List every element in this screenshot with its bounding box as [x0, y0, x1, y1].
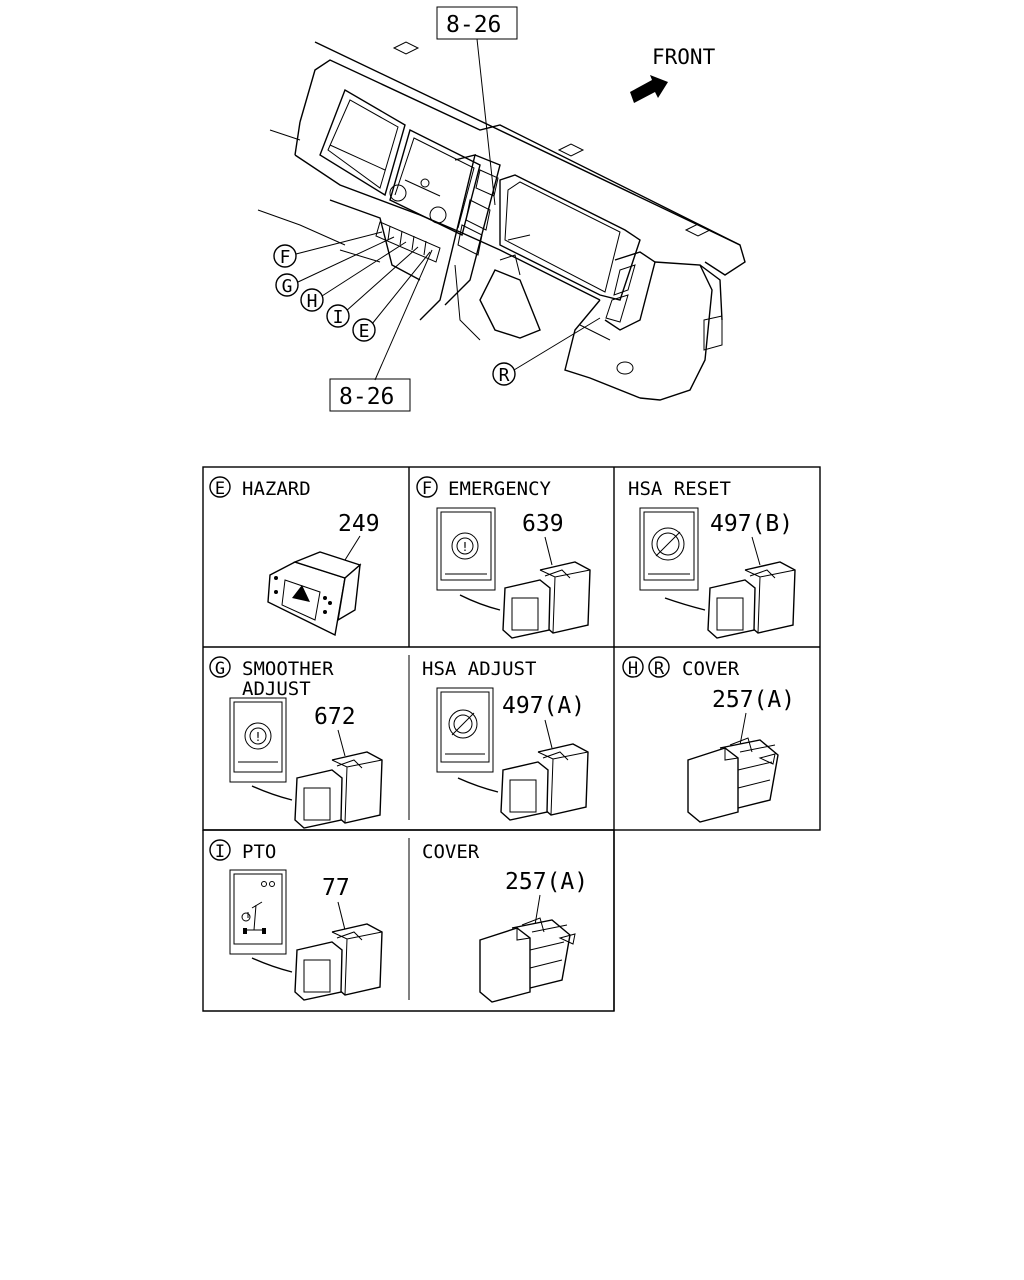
svg-text:R: R — [499, 365, 510, 386]
switch-knob-icon — [457, 743, 589, 821]
part-number: 257(A) — [712, 687, 795, 713]
cell-title: COVER — [682, 658, 740, 680]
svg-text:!: ! — [461, 540, 468, 554]
svg-text:G: G — [215, 659, 225, 679]
switch-knob-icon — [251, 751, 383, 829]
marker-f: F — [416, 476, 438, 499]
parts-grid — [202, 466, 821, 1012]
dashboard-illustration — [257, 41, 746, 401]
svg-text:I: I — [333, 307, 344, 328]
switch-knob-icon — [664, 561, 796, 639]
hsa-reset-label-icon — [639, 507, 699, 591]
cell-smoother-adjust: G SMOOTHER ADJUST 672 ! — [209, 656, 383, 829]
hazard-switch-icon — [267, 551, 362, 637]
cell-cover-hr: H R COVER 257(A) — [622, 656, 795, 823]
svg-text:E: E — [359, 321, 370, 342]
emergency-label-icon: ! — [436, 507, 496, 591]
cell-hsa-reset: HSA RESET 497(B) — [628, 478, 796, 639]
svg-text:G: G — [282, 276, 293, 297]
svg-text:E: E — [215, 479, 225, 499]
switch-knob-icon — [251, 923, 383, 1001]
callout-h: H — [300, 288, 324, 312]
cover-plug-icon — [687, 737, 779, 823]
cell-title: PTO — [242, 841, 276, 863]
part-number: 257(A) — [505, 869, 588, 895]
ref-box-bottom — [329, 378, 411, 412]
cell-title: HAZARD — [242, 478, 311, 500]
part-number: 672 — [314, 704, 356, 730]
cell-title: HSA ADJUST — [422, 658, 536, 680]
marker-h: H — [622, 656, 644, 679]
svg-text:R: R — [654, 659, 665, 679]
callout-e: E — [352, 318, 376, 342]
marker-i: I — [209, 839, 231, 862]
callout-r: R — [492, 362, 516, 386]
part-number: 249 — [338, 511, 380, 537]
ref-label-top: 8-26 — [446, 12, 501, 38]
svg-text:H: H — [307, 291, 318, 312]
front-label: FRONT — [652, 45, 716, 69]
ref-label-bottom: 8-26 — [339, 384, 394, 410]
hsa-adjust-label-icon — [436, 687, 494, 773]
cell-title: HSA RESET — [628, 478, 731, 500]
svg-text:I: I — [215, 842, 225, 862]
part-number: 497(B) — [710, 511, 793, 537]
smoother-label-icon: ! — [229, 697, 287, 783]
marker-g: G — [209, 656, 231, 679]
cover-plug-icon — [479, 917, 576, 1003]
pto-label-icon — [229, 869, 287, 955]
callout-f: F — [273, 244, 297, 268]
cell-title: COVER — [422, 841, 480, 863]
cell-title: SMOOTHER — [242, 658, 334, 680]
marker-r: R — [648, 656, 670, 679]
cell-emergency: F EMERGENCY 639 ! — [416, 476, 591, 639]
front-arrow-icon — [630, 75, 668, 103]
cell-title: EMERGENCY — [448, 478, 552, 500]
svg-text:F: F — [422, 479, 432, 499]
callout-i: I — [326, 304, 350, 328]
part-number: 639 — [522, 511, 564, 537]
svg-text:F: F — [280, 247, 291, 268]
svg-text:!: ! — [254, 730, 261, 744]
callout-g: G — [275, 273, 299, 297]
part-number: 497(A) — [502, 693, 585, 719]
switch-knob-icon — [459, 561, 591, 639]
cell-hazard: E HAZARD 249 — [209, 476, 380, 637]
svg-text:H: H — [628, 659, 638, 679]
marker-e: E — [209, 476, 231, 499]
cell-title-line2: ADJUST — [242, 678, 311, 700]
cell-hsa-adjust: HSA ADJUST 497(A) — [422, 658, 589, 821]
part-number: 77 — [322, 875, 350, 901]
cell-pto: I PTO 77 — [209, 839, 383, 1001]
cell-cover: COVER 257(A) — [422, 841, 588, 1003]
